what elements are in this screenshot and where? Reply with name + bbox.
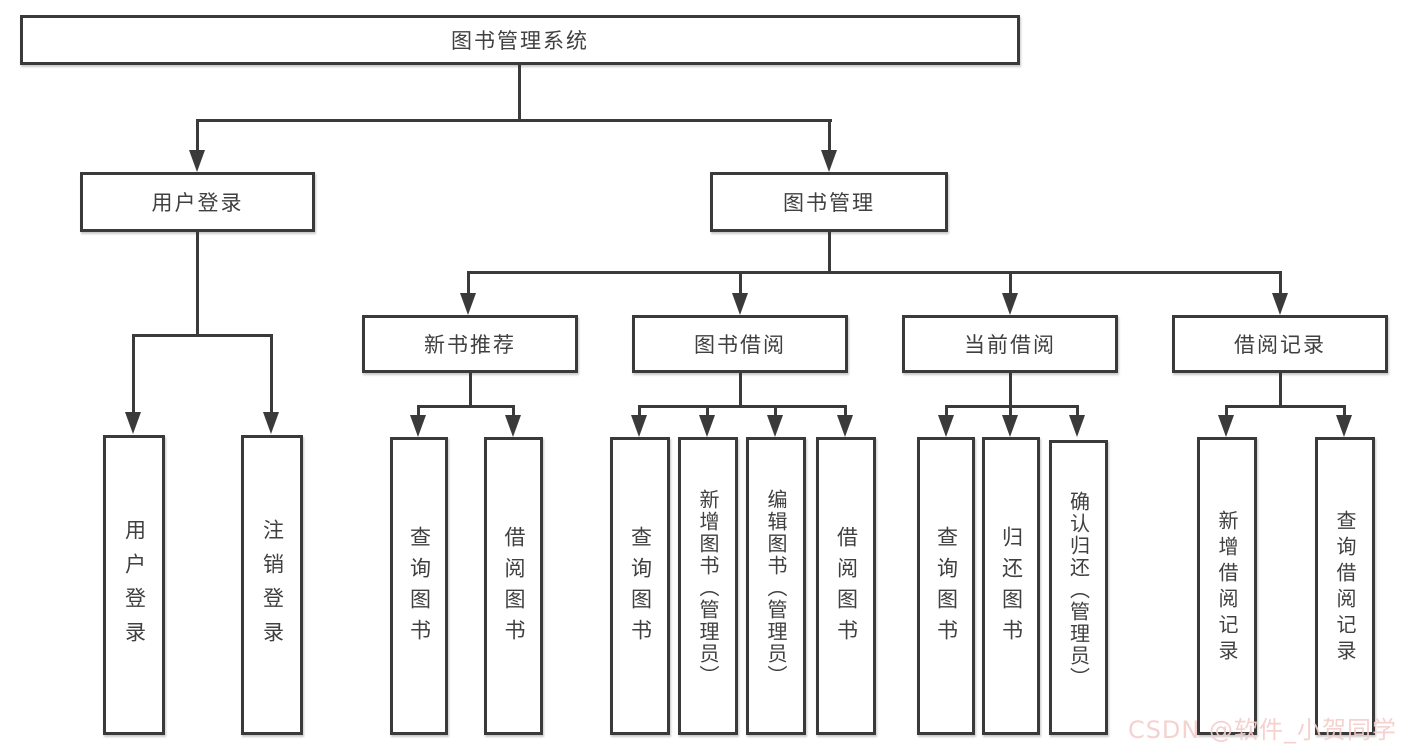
node-leaf-borrow-book-borrow: 借阅图书 [816, 437, 876, 735]
arrow-borrow-book-rec [505, 415, 521, 437]
node-leaf-query-book-rec: 查询图书 [390, 437, 448, 735]
arrow-query-record [1336, 415, 1352, 437]
connector-stem-borrow-book-rec [512, 405, 515, 416]
arrow-leaf-logout [263, 412, 279, 434]
node-leaf-add-record: 新增借阅记录 [1197, 437, 1257, 735]
node-leaf-query-book-borrow: 查询图书 [610, 437, 670, 735]
connector-stem-add-book [706, 405, 709, 416]
node-leaf-borrow-book-rec: 借阅图书 [484, 437, 543, 735]
node-leaf-user-login: 用户登录 [103, 435, 165, 735]
arrow-borrow-book-borrow [837, 415, 853, 437]
connector-level2-rail [196, 119, 832, 122]
arrow-current-borrow [1002, 293, 1018, 315]
arrow-add-record [1218, 415, 1234, 437]
connector-stem-return-book [1009, 405, 1012, 416]
node-book-borrow: 图书借阅 [632, 315, 848, 373]
arrow-return-book [1002, 415, 1018, 437]
node-leaf-query-record: 查询借阅记录 [1315, 437, 1375, 735]
arrow-borrow-record [1272, 293, 1288, 315]
connector-stem-borrow-book-borrow [844, 405, 847, 416]
arrow-query-book-current [938, 415, 954, 437]
connector-current-borrow-rail [945, 405, 1079, 408]
connector-book-borrow-stub [739, 373, 742, 407]
connector-stem-query-book-borrow [638, 405, 641, 416]
node-leaf-add-book: 新增图书（管理员） [678, 437, 738, 735]
connector-new-book-rec-rail [418, 405, 515, 408]
connector-stem-query-record [1343, 405, 1346, 416]
connector-stem-edit-book [774, 405, 777, 416]
arrow-edit-book [767, 415, 783, 437]
arrow-confirm-return [1069, 415, 1085, 437]
arrow-query-book-borrow [631, 415, 647, 437]
connector-user-login-stub [196, 232, 199, 336]
arrow-book-borrow [732, 293, 748, 315]
arrow-query-book-rec [410, 415, 426, 437]
connector-stem-confirm-return [1076, 405, 1079, 416]
node-book-mgmt: 图书管理 [710, 172, 948, 232]
connector-borrow-record-stub [1279, 373, 1282, 407]
connector-new-book-rec-stub [469, 373, 472, 407]
connector-stem-new-book-rec [467, 271, 470, 295]
connector-stem-book-borrow [739, 271, 742, 295]
connector-stem-user-login [196, 119, 199, 151]
arrow-leaf-user-login [125, 412, 141, 434]
connector-stem-book-mgmt [828, 119, 831, 151]
node-leaf-edit-book: 编辑图书（管理员） [746, 437, 806, 735]
node-new-book-rec: 新书推荐 [362, 315, 578, 373]
connector-stem-query-book-current [945, 405, 948, 416]
arrow-add-book [699, 415, 715, 437]
connector-current-borrow-stub [1009, 373, 1012, 407]
connector-root-stub [518, 65, 521, 121]
node-user-login: 用户登录 [80, 172, 315, 232]
node-leaf-query-book-current: 查询图书 [917, 437, 975, 735]
connector-level3-rail [467, 271, 1282, 274]
connector-stem-borrow-record [1279, 271, 1282, 295]
connector-user-login-rail [132, 334, 273, 337]
node-leaf-confirm-return: 确认归还（管理员） [1049, 440, 1108, 735]
connector-book-borrow-rail [638, 405, 846, 408]
arrow-user-login [189, 150, 205, 172]
arrow-new-book-rec [460, 293, 476, 315]
connector-borrow-record-rail [1225, 405, 1345, 408]
connector-stem-add-record [1225, 405, 1228, 416]
node-leaf-return-book: 归还图书 [982, 437, 1040, 735]
node-leaf-logout: 注销登录 [241, 435, 303, 735]
connector-stem-query-book-rec [417, 405, 420, 416]
connector-stem-leaf-logout [270, 334, 273, 413]
node-borrow-record: 借阅记录 [1172, 315, 1388, 373]
connector-book-mgmt-stub [828, 232, 831, 273]
node-root: 图书管理系统 [20, 15, 1020, 65]
connector-stem-leaf-user-login [132, 334, 135, 413]
arrow-book-mgmt [821, 150, 837, 172]
node-current-borrow: 当前借阅 [902, 315, 1118, 373]
connector-stem-current-borrow [1009, 271, 1012, 295]
